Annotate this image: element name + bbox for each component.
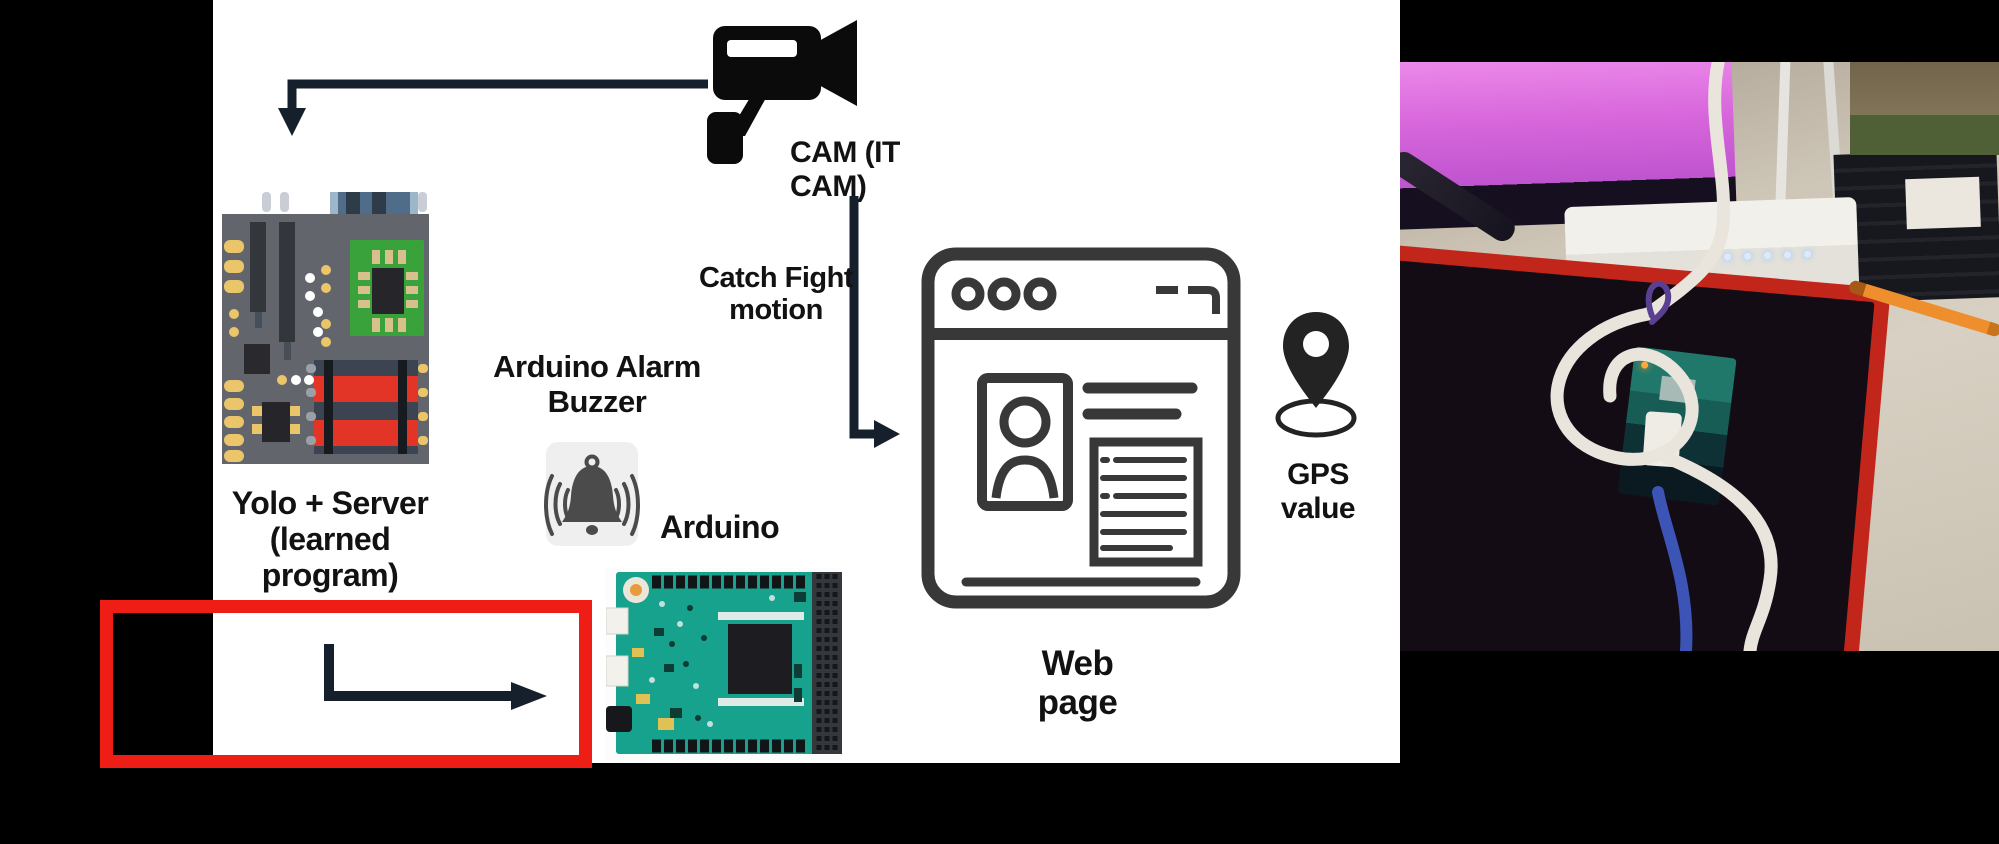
cardboard-box [1850,62,1999,155]
browser-window-icon [920,246,1242,612]
box-scallop-edge [1850,115,1999,155]
router-antenna [1775,62,1791,205]
motherboard-image [222,192,434,470]
router-leds [1723,250,1812,261]
arduino-power-led [1640,361,1649,370]
arrow-cam-to-server [272,74,712,142]
red-highlight-box [100,600,592,768]
arduino-board-with-cables [1617,346,1737,506]
arrow-cam-to-webpage [836,192,908,450]
cctv-camera-icon [705,14,865,166]
map-pin-icon [1266,306,1366,446]
cam-label: CAM (IT CAM) [790,136,900,203]
catch-fight-motion-label: Catch Fight motion [699,262,854,327]
arduino-label: Arduino [660,509,780,545]
arduino-board-image [605,568,842,760]
yolo-server-label: Yolo + Server (learned program) [231,485,429,593]
diagram-panel: CAM (IT CAM) [213,0,1400,763]
alarm-bell-icon [540,440,644,558]
white-usb-plug [1642,411,1683,468]
arduino-usb-port [1659,375,1696,404]
web-page-label: Web page [1037,644,1118,723]
arrow-server-to-arduino [315,638,560,710]
desk-photo [1400,62,1999,651]
alarm-buzzer-label: Arduino Alarm Buzzer [493,349,701,419]
stack-label-card [1905,176,1981,230]
gps-value-label: GPS value [1280,458,1356,525]
